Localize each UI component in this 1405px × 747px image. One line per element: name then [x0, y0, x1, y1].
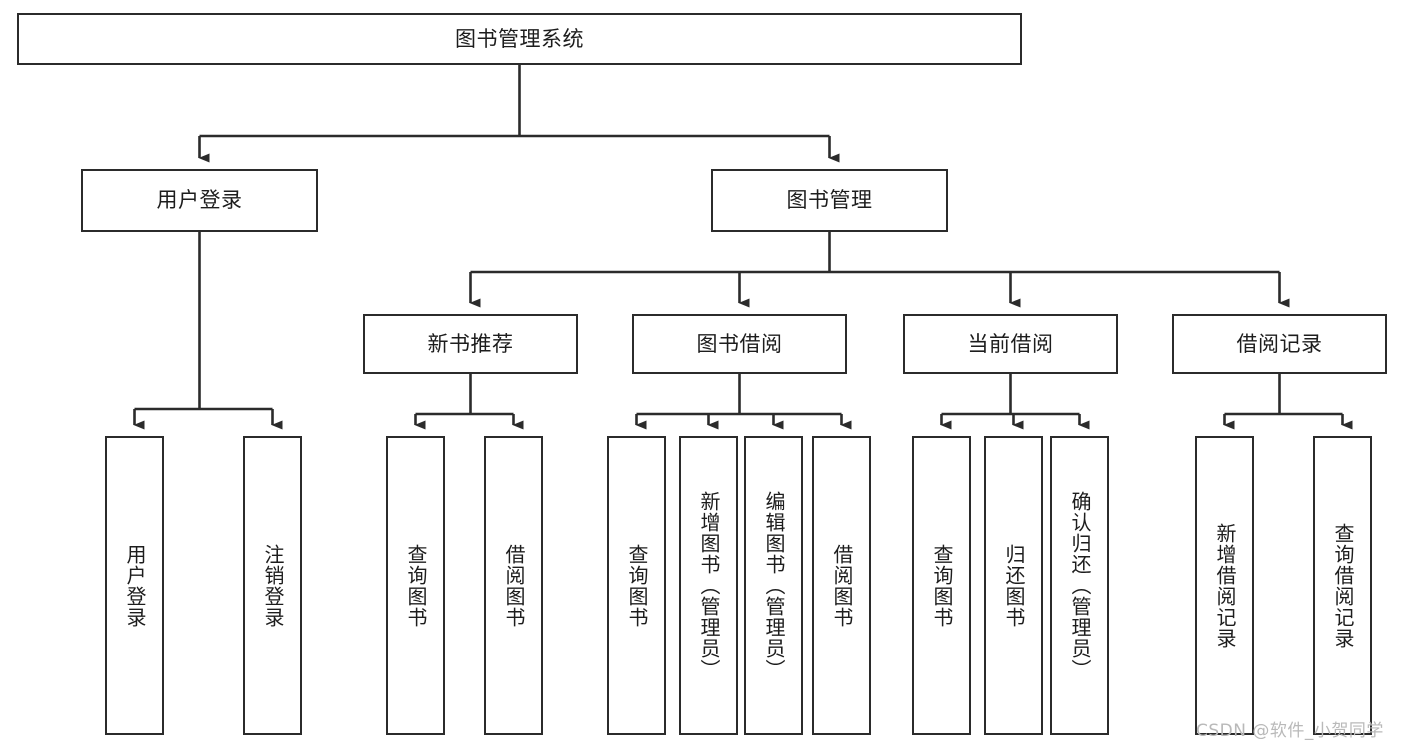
node-l-editbook[interactable]: 编辑图书（管理员）	[744, 436, 803, 735]
node-label: 图书管理系统	[455, 26, 584, 51]
node-label: 新增图书（管理员）	[697, 491, 721, 680]
node-label: 查询图书	[625, 543, 649, 628]
node-login[interactable]: 用户登录	[81, 169, 318, 232]
node-label: 图书借阅	[696, 331, 783, 356]
node-l-confirm[interactable]: 确认归还（管理员）	[1050, 436, 1109, 735]
node-newbook[interactable]: 新书推荐	[363, 314, 578, 374]
node-current[interactable]: 当前借阅	[903, 314, 1118, 374]
node-l-addrec[interactable]: 新增借阅记录	[1195, 436, 1254, 735]
node-root[interactable]: 图书管理系统	[17, 13, 1022, 65]
node-label: 注销登录	[261, 543, 285, 628]
node-label: 查询借阅记录	[1331, 522, 1355, 649]
node-label: 查询图书	[404, 543, 428, 628]
node-label: 新书推荐	[427, 331, 514, 356]
node-label: 用户登录	[156, 188, 243, 213]
node-label: 借阅图书	[830, 543, 854, 628]
node-l-qbook3[interactable]: 查询图书	[912, 436, 971, 735]
node-label: 借阅图书	[502, 543, 526, 628]
node-label: 当前借阅	[967, 331, 1054, 356]
node-l-logout[interactable]: 注销登录	[243, 436, 302, 735]
node-l-bbook1[interactable]: 借阅图书	[484, 436, 543, 735]
node-bookmgmt[interactable]: 图书管理	[711, 169, 948, 232]
node-label: 借阅记录	[1236, 331, 1323, 356]
node-records[interactable]: 借阅记录	[1172, 314, 1387, 374]
node-l-login[interactable]: 用户登录	[105, 436, 164, 735]
node-l-qbook1[interactable]: 查询图书	[386, 436, 445, 735]
node-label: 图书管理	[786, 188, 873, 213]
node-l-addbook[interactable]: 新增图书（管理员）	[679, 436, 738, 735]
node-l-bbook2[interactable]: 借阅图书	[812, 436, 871, 735]
node-label: 确认归还（管理员）	[1068, 491, 1092, 680]
node-label: 查询图书	[930, 543, 954, 628]
node-label: 用户登录	[123, 543, 147, 628]
node-label: 归还图书	[1002, 543, 1026, 628]
node-l-qbook2[interactable]: 查询图书	[607, 436, 666, 735]
node-l-return[interactable]: 归还图书	[984, 436, 1043, 735]
node-label: 新增借阅记录	[1213, 522, 1237, 649]
node-borrow[interactable]: 图书借阅	[632, 314, 847, 374]
node-label: 编辑图书（管理员）	[762, 491, 786, 680]
node-l-qrec[interactable]: 查询借阅记录	[1313, 436, 1372, 735]
